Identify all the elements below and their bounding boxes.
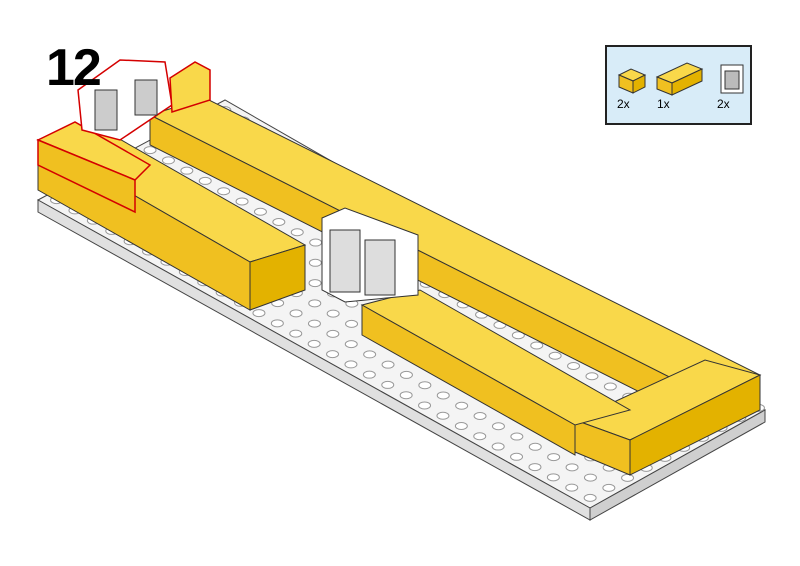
stud <box>253 207 267 216</box>
stud <box>308 279 322 288</box>
stud <box>399 370 413 379</box>
stud <box>418 401 432 410</box>
quantity-label: 1x <box>657 97 670 111</box>
stud <box>491 422 505 431</box>
window-icon <box>720 64 744 94</box>
stud <box>198 176 212 185</box>
parts-icons <box>617 62 744 96</box>
stud <box>530 341 544 350</box>
white-door <box>321 207 419 303</box>
stud <box>510 432 524 441</box>
stud <box>418 381 432 390</box>
stud <box>491 442 505 451</box>
stud <box>180 166 194 175</box>
stud <box>528 442 542 451</box>
stud <box>603 382 617 391</box>
stud <box>381 380 395 389</box>
stud <box>344 360 358 369</box>
stud <box>583 473 597 482</box>
stud <box>621 473 635 482</box>
brick-1x2-icon <box>617 68 647 94</box>
stud <box>436 411 450 420</box>
stud <box>454 422 468 430</box>
stud <box>270 319 284 328</box>
stud <box>565 463 579 472</box>
stud <box>399 391 413 400</box>
stud <box>567 362 581 370</box>
new-parts-highlight <box>36 59 211 214</box>
stud <box>289 329 303 338</box>
stud <box>473 432 487 441</box>
stud <box>455 401 469 410</box>
parts-list-panel: 2x 1x 2x <box>605 45 752 125</box>
stud <box>307 319 321 328</box>
stud <box>252 309 266 318</box>
stud <box>307 339 321 348</box>
stud <box>381 360 395 369</box>
stud <box>289 309 303 318</box>
stud <box>546 473 560 482</box>
stud <box>326 309 340 318</box>
stud <box>309 238 323 247</box>
stud <box>565 483 579 492</box>
stud <box>143 146 157 155</box>
stud <box>436 391 450 400</box>
stud <box>344 340 358 349</box>
stud <box>473 412 487 420</box>
stud <box>290 228 304 237</box>
stud <box>308 258 322 267</box>
stud <box>585 372 599 381</box>
stud <box>362 370 376 379</box>
stud <box>511 331 525 340</box>
stud <box>547 453 561 462</box>
stud <box>161 156 175 165</box>
stud <box>308 299 322 308</box>
stud <box>602 483 616 492</box>
stud <box>345 319 359 328</box>
stud <box>326 329 340 338</box>
quantity-label: 2x <box>617 97 630 111</box>
stud <box>548 351 562 360</box>
stud <box>528 463 542 472</box>
stud <box>217 187 231 196</box>
step-number: 12 <box>46 39 102 97</box>
quantity-label: 2x <box>717 97 730 111</box>
stud <box>326 350 340 359</box>
stud <box>235 197 249 206</box>
stud <box>272 218 286 226</box>
stud <box>363 350 377 359</box>
brick-1x4-icon <box>655 62 704 96</box>
yellow-wall-right <box>573 359 762 476</box>
stud <box>510 452 524 461</box>
stud <box>583 493 597 502</box>
